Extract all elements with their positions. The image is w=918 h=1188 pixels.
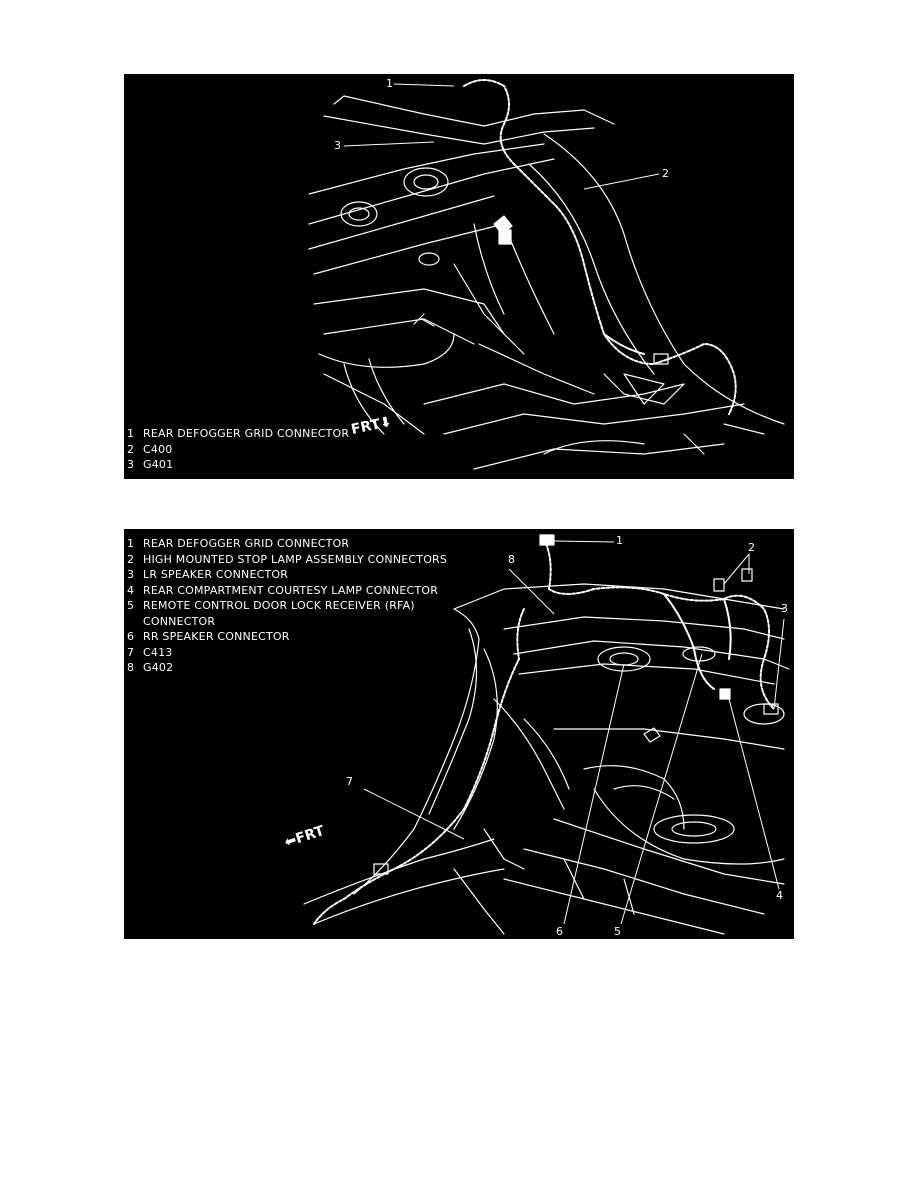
vehicle-line-art bbox=[303, 534, 790, 935]
callout-8: 8 bbox=[508, 553, 515, 566]
legend-item: CONNECTOR bbox=[143, 614, 216, 628]
callout-4: 4 bbox=[776, 889, 783, 902]
callout-1: 1 bbox=[616, 534, 623, 547]
callout-2: 2 bbox=[748, 541, 755, 554]
callout-7: 7 bbox=[346, 775, 353, 788]
callout-3: 3 bbox=[781, 602, 788, 615]
callout-5: 5 bbox=[614, 925, 621, 938]
callout-2: 2 bbox=[662, 167, 669, 180]
callout-3: 3 bbox=[334, 139, 341, 152]
callout-6: 6 bbox=[556, 925, 563, 938]
callout-1: 1 bbox=[386, 77, 393, 90]
vehicle-line-art bbox=[308, 79, 785, 470]
